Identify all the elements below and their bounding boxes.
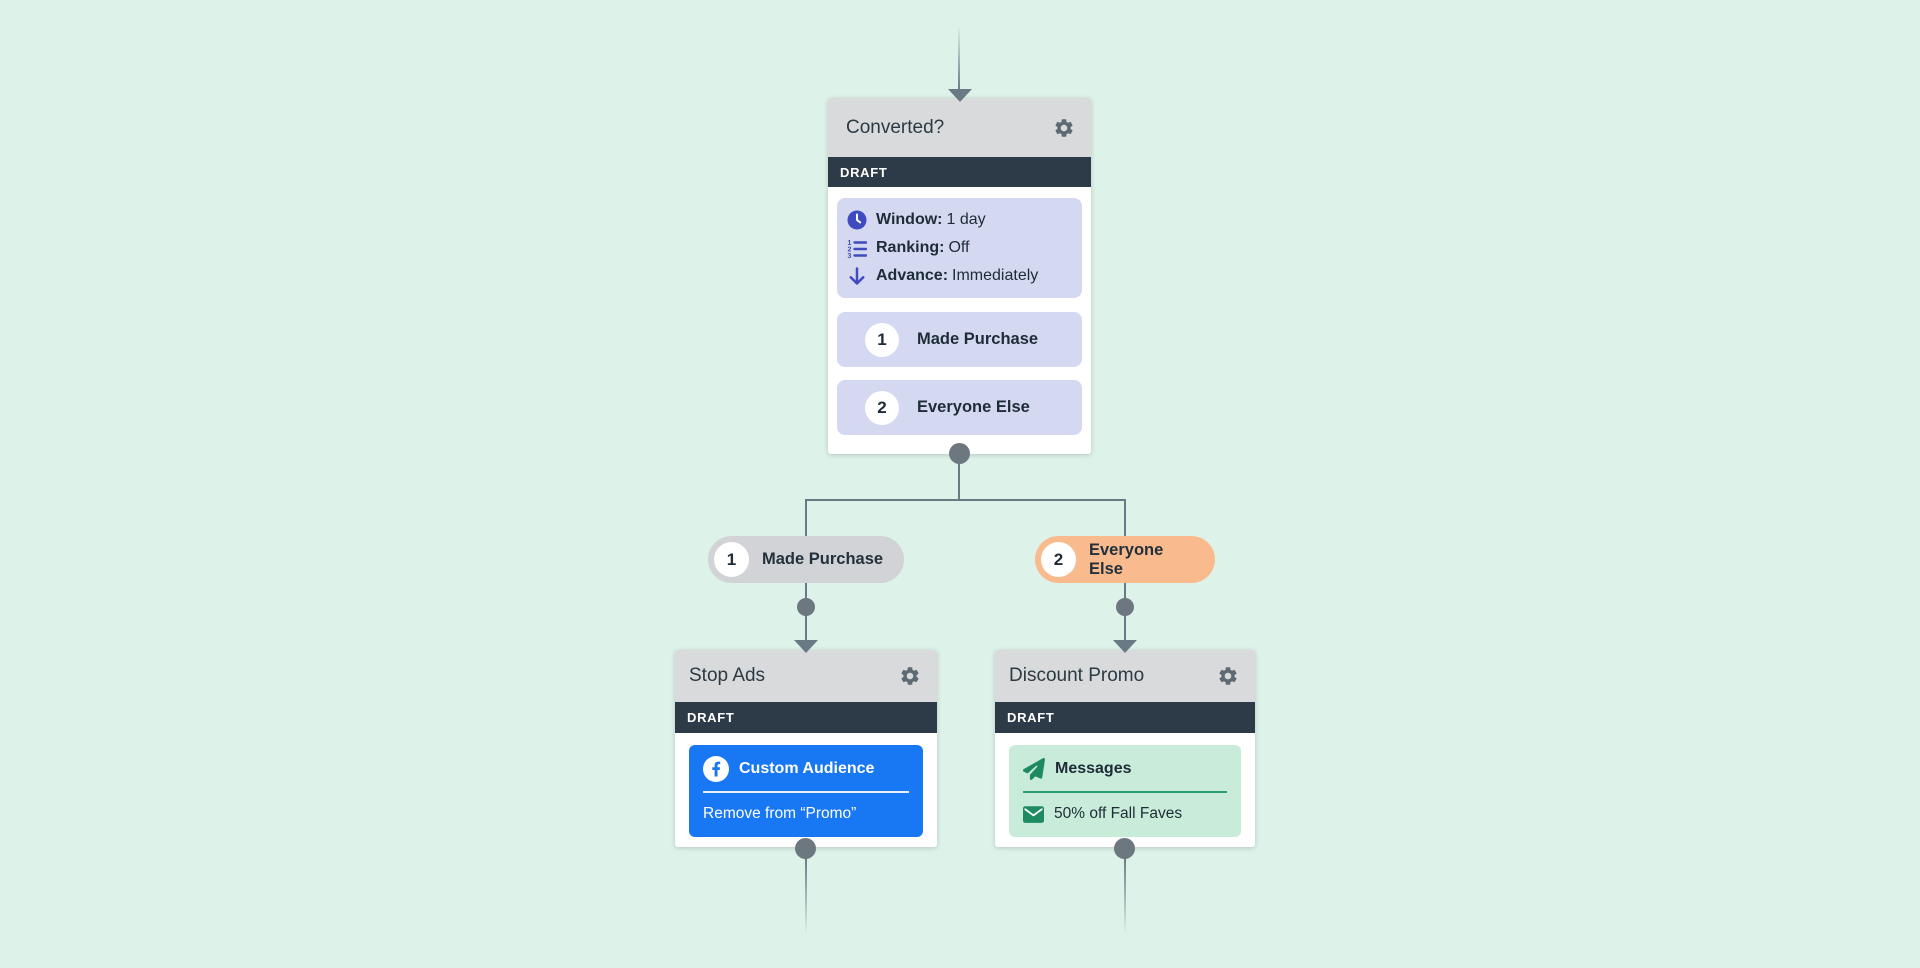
node-title: Stop Ads — [689, 665, 766, 686]
svg-text:1: 1 — [848, 240, 852, 247]
facebook-icon — [703, 756, 729, 782]
paper-plane-icon — [1023, 758, 1045, 780]
branch-number-badge: 2 — [865, 390, 899, 425]
connector-branch-line — [805, 499, 1126, 501]
connector-entry-line — [958, 26, 960, 90]
card-heading: Messages — [1055, 760, 1132, 777]
node-body: Messages 50% off Fall Faves — [995, 733, 1255, 847]
setting-advance: Advance:Immediately — [847, 262, 1072, 290]
pill-label: Everyone Else — [1089, 540, 1164, 578]
svg-text:2: 2 — [848, 247, 852, 254]
card-detail-row: 50% off Fall Faves — [1023, 802, 1227, 826]
facebook-custom-audience-card: Custom Audience Remove from “Promo” — [689, 745, 923, 837]
connector-line — [958, 453, 960, 501]
connector-dot — [1114, 838, 1135, 859]
pill-number-badge: 1 — [714, 542, 749, 577]
gear-icon[interactable] — [1053, 117, 1075, 139]
connector-dot — [797, 598, 815, 616]
connector-dot — [949, 443, 970, 464]
card-heading-row: Messages — [1023, 756, 1227, 782]
node-header: Stop Ads — [675, 650, 937, 702]
connector-exit-line-left — [805, 858, 807, 934]
node-title: Discount Promo — [1009, 665, 1145, 686]
arrowhead-icon — [794, 640, 818, 653]
card-divider — [703, 791, 909, 793]
card-heading: Custom Audience — [739, 760, 875, 777]
card-detail: Remove from “Promo” — [703, 805, 857, 822]
arrowhead-icon — [1113, 640, 1137, 653]
setting-text: Advance:Immediately — [876, 267, 1039, 284]
node-stop-ads[interactable]: Stop Ads DRAFT Custom Audience Remove fr… — [675, 650, 937, 847]
status-badge: DRAFT — [675, 702, 937, 733]
node-title: Converted? — [846, 116, 945, 138]
branch-number-badge: 1 — [865, 322, 899, 357]
envelope-icon — [1023, 805, 1044, 823]
pill-label: Made Purchase — [762, 550, 884, 568]
setting-text: Ranking:Off — [876, 239, 970, 256]
advance-down-arrow-icon — [847, 266, 867, 286]
branch-label: Made Purchase — [917, 330, 1039, 348]
card-heading-row: Custom Audience — [703, 756, 909, 782]
pill-made-purchase: 1 Made Purchase — [708, 536, 904, 583]
pill-number-badge: 2 — [1041, 542, 1076, 577]
status-badge: DRAFT — [995, 702, 1255, 733]
branch-row-everyone-else: 2 Everyone Else — [837, 380, 1082, 435]
setting-text: Window:1 day — [876, 211, 986, 228]
connector-dot — [795, 838, 816, 859]
node-discount-promo[interactable]: Discount Promo DRAFT Messages — [995, 650, 1255, 847]
node-header: Converted? — [828, 98, 1091, 157]
gear-icon[interactable] — [1217, 665, 1239, 687]
setting-window: Window:1 day — [847, 206, 1072, 234]
node-header: Discount Promo — [995, 650, 1255, 702]
pill-everyone-else: 2 Everyone Else — [1035, 536, 1215, 583]
node-body: Custom Audience Remove from “Promo” — [675, 733, 937, 847]
messages-card: Messages 50% off Fall Faves — [1009, 745, 1241, 837]
connector-exit-line-right — [1124, 858, 1126, 934]
arrowhead-icon — [948, 89, 972, 102]
branch-label: Everyone Else — [917, 398, 1030, 416]
card-divider — [1023, 791, 1227, 793]
clock-icon — [847, 210, 867, 230]
card-detail: 50% off Fall Faves — [1054, 805, 1183, 822]
branch-row-made-purchase: 1 Made Purchase — [837, 312, 1082, 367]
gear-icon[interactable] — [899, 665, 921, 687]
svg-text:3: 3 — [848, 253, 852, 258]
status-badge: DRAFT — [828, 157, 1091, 187]
connector-dot — [1116, 598, 1134, 616]
